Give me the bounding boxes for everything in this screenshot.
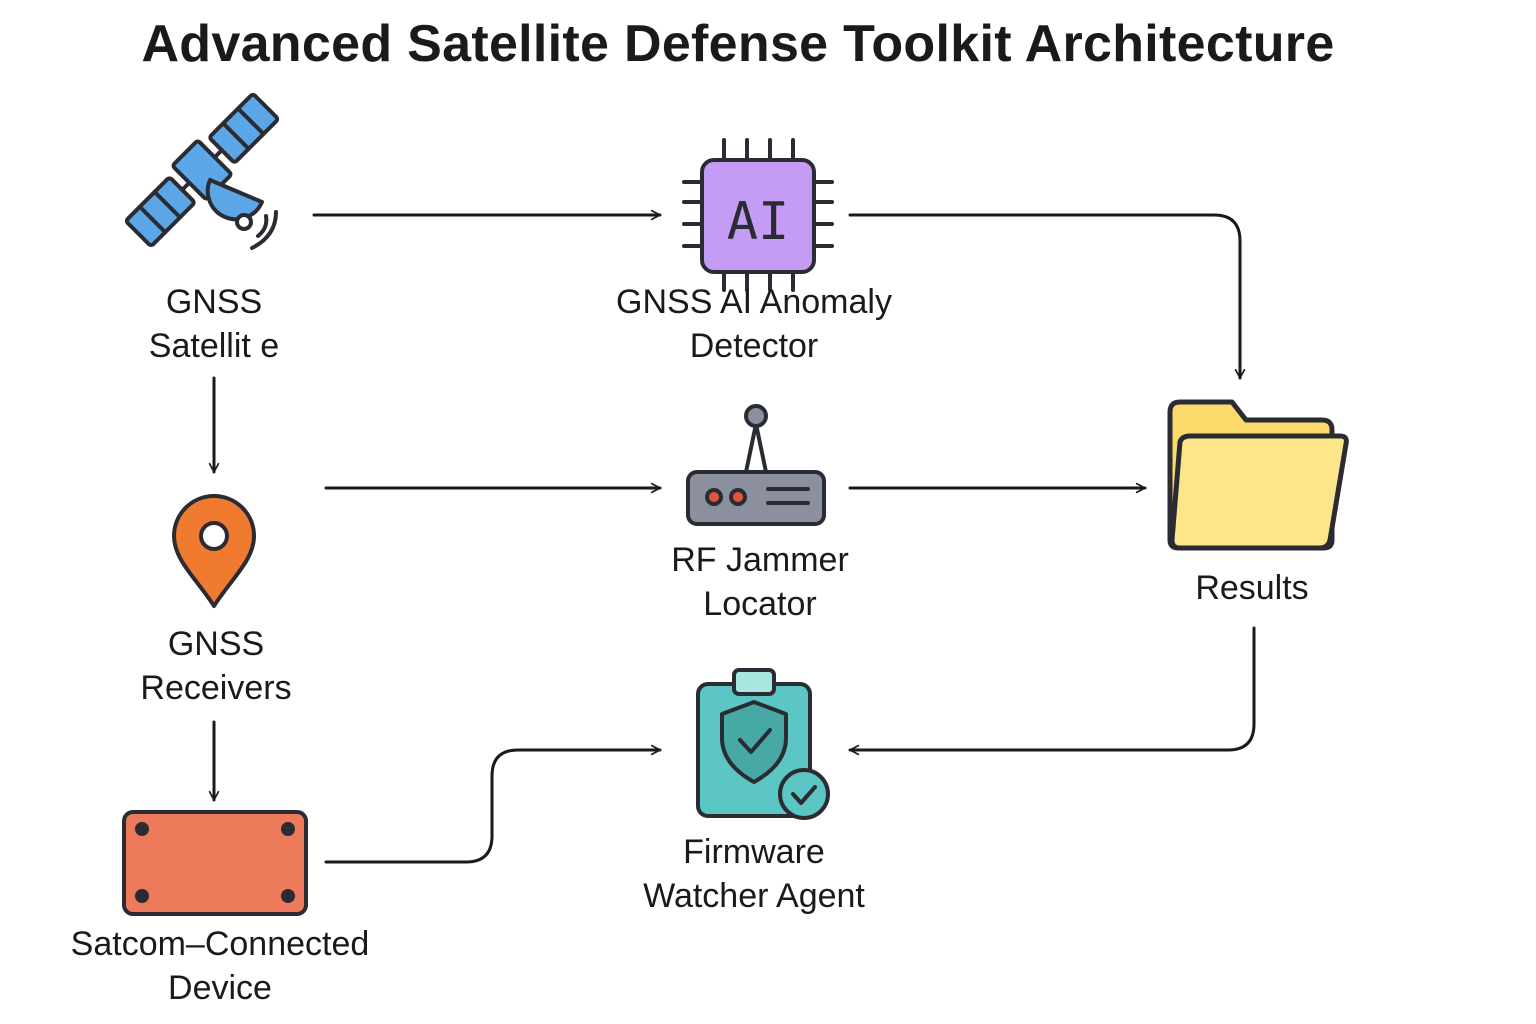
satcom-device-label-line-2: Device xyxy=(168,969,272,1007)
gnss-satellite-label-line-2: Satellit e xyxy=(148,327,280,365)
firmware-watcher-label-line-2: Watcher Agent xyxy=(643,877,865,915)
results-label: Results xyxy=(1132,566,1372,610)
gnss-satellite-label: GNSS Satellit e xyxy=(94,280,334,368)
satellite-icon xyxy=(124,92,280,250)
router-icon xyxy=(686,404,826,526)
rf-jammer-label-line-2: Locator xyxy=(703,585,817,623)
device-panel-icon xyxy=(122,810,308,916)
rf-jammer-label: RF Jammer Locator xyxy=(630,538,890,626)
diagram-title: Advanced Satellite Defense Toolkit Archi… xyxy=(141,15,1335,73)
gnss-receivers-label: GNSS Receivers xyxy=(96,622,336,710)
results-label-line-1: Results xyxy=(1195,569,1309,607)
rf-jammer-label-line-1: RF Jammer xyxy=(671,541,849,579)
edge-device-to-firmware xyxy=(324,744,662,864)
ai-detector-label-line-1: GNSS AI Anomaly xyxy=(616,283,892,321)
gnss-satellite-label-line-1: GNSS xyxy=(165,283,263,321)
location-pin-icon xyxy=(172,494,256,608)
ai-chip-icon xyxy=(682,138,834,292)
edge-ai-to-results xyxy=(848,213,1246,380)
ai-detector-label: GNSS AI Anomaly Detector xyxy=(582,280,926,368)
firmware-watcher-label-line-1: Firmware xyxy=(683,833,825,871)
firmware-watcher-label: Firmware Watcher Agent xyxy=(604,830,904,918)
gnss-receivers-label-line-1: GNSS xyxy=(167,625,265,663)
gnss-receivers-label-line-2: Receivers xyxy=(140,669,292,707)
ai-detector-label-line-2: Detector xyxy=(689,327,819,365)
folder-icon xyxy=(1167,399,1349,551)
satcom-device-label-line-1: Satcom–Connected xyxy=(70,925,370,963)
ai-chip-text: AI xyxy=(727,192,790,252)
shield-clipboard-icon xyxy=(696,668,830,820)
satcom-device-label: Satcom–Connected Device xyxy=(30,922,410,1010)
edge-results-to-firmware xyxy=(848,626,1256,756)
